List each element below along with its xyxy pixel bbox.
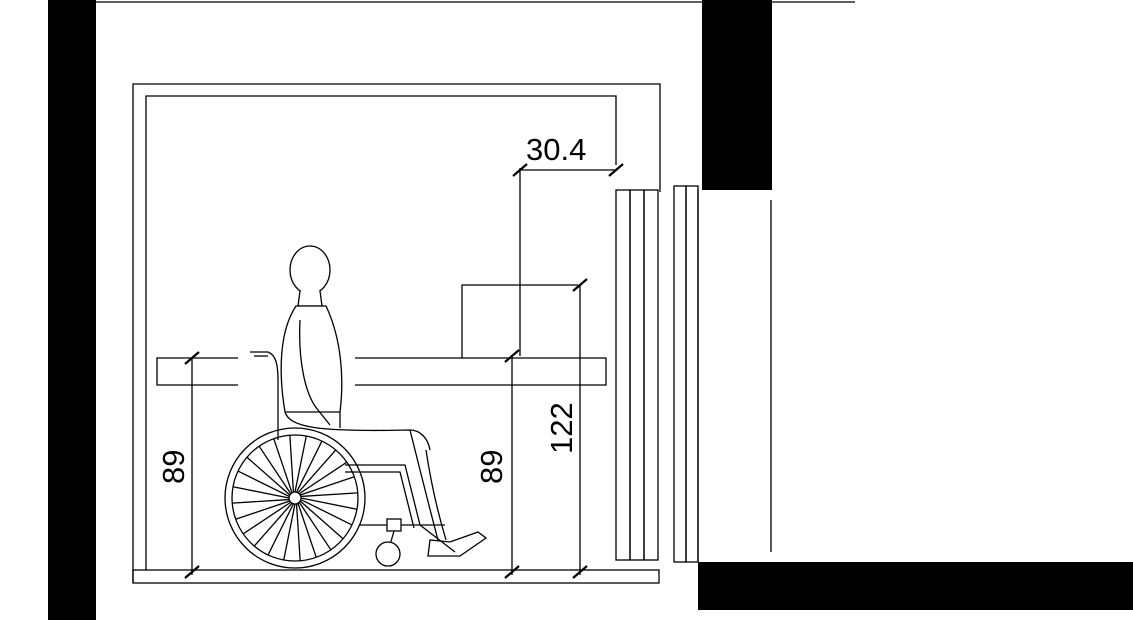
right-counter-height-label: 89 [474, 450, 509, 484]
wheel-spoke [297, 449, 337, 494]
wheel-spoke [273, 438, 293, 494]
wheel-spoke [297, 502, 317, 558]
wheel-spoke [300, 497, 358, 510]
car-door-panels [615, 189, 659, 561]
left-counter-height-label: 89 [156, 450, 191, 484]
wheel-spoke [242, 501, 292, 535]
wheel-spoke [300, 498, 353, 526]
handrail [156, 357, 607, 386]
wheel-spoke [232, 498, 290, 504]
upper-right-wall [702, 0, 772, 190]
floor-slab [698, 562, 1133, 610]
wheel-spoke [299, 500, 344, 540]
wheel-spoke [258, 445, 292, 495]
wheel-spoke [289, 435, 295, 493]
wheel-spoke [300, 492, 358, 498]
wheel-spoke [298, 501, 332, 551]
left-wall [48, 0, 96, 620]
top-width-label: 30.4 [526, 132, 586, 167]
dimension-lines [184, 163, 624, 579]
wheel-spoke [295, 503, 301, 561]
wheel-spoke [246, 456, 291, 496]
wheel-spoke [295, 440, 323, 493]
elevator-car [132, 83, 661, 584]
wheel-spoke [253, 502, 293, 547]
control-panel [461, 284, 578, 358]
wheel-spoke [232, 486, 290, 499]
wheel-spoke [299, 476, 355, 496]
wheel-spoke [267, 503, 295, 556]
wheel-spoke [294, 435, 307, 493]
wheel-spoke [283, 503, 296, 561]
upper-height-label: 122 [544, 402, 579, 454]
wheel-spoke [298, 461, 348, 495]
wheelchair-user-icon [224, 245, 488, 569]
hoistway-door-panels [673, 185, 699, 563]
wheel-spoke [237, 470, 290, 498]
wheel-spoke [235, 500, 291, 520]
